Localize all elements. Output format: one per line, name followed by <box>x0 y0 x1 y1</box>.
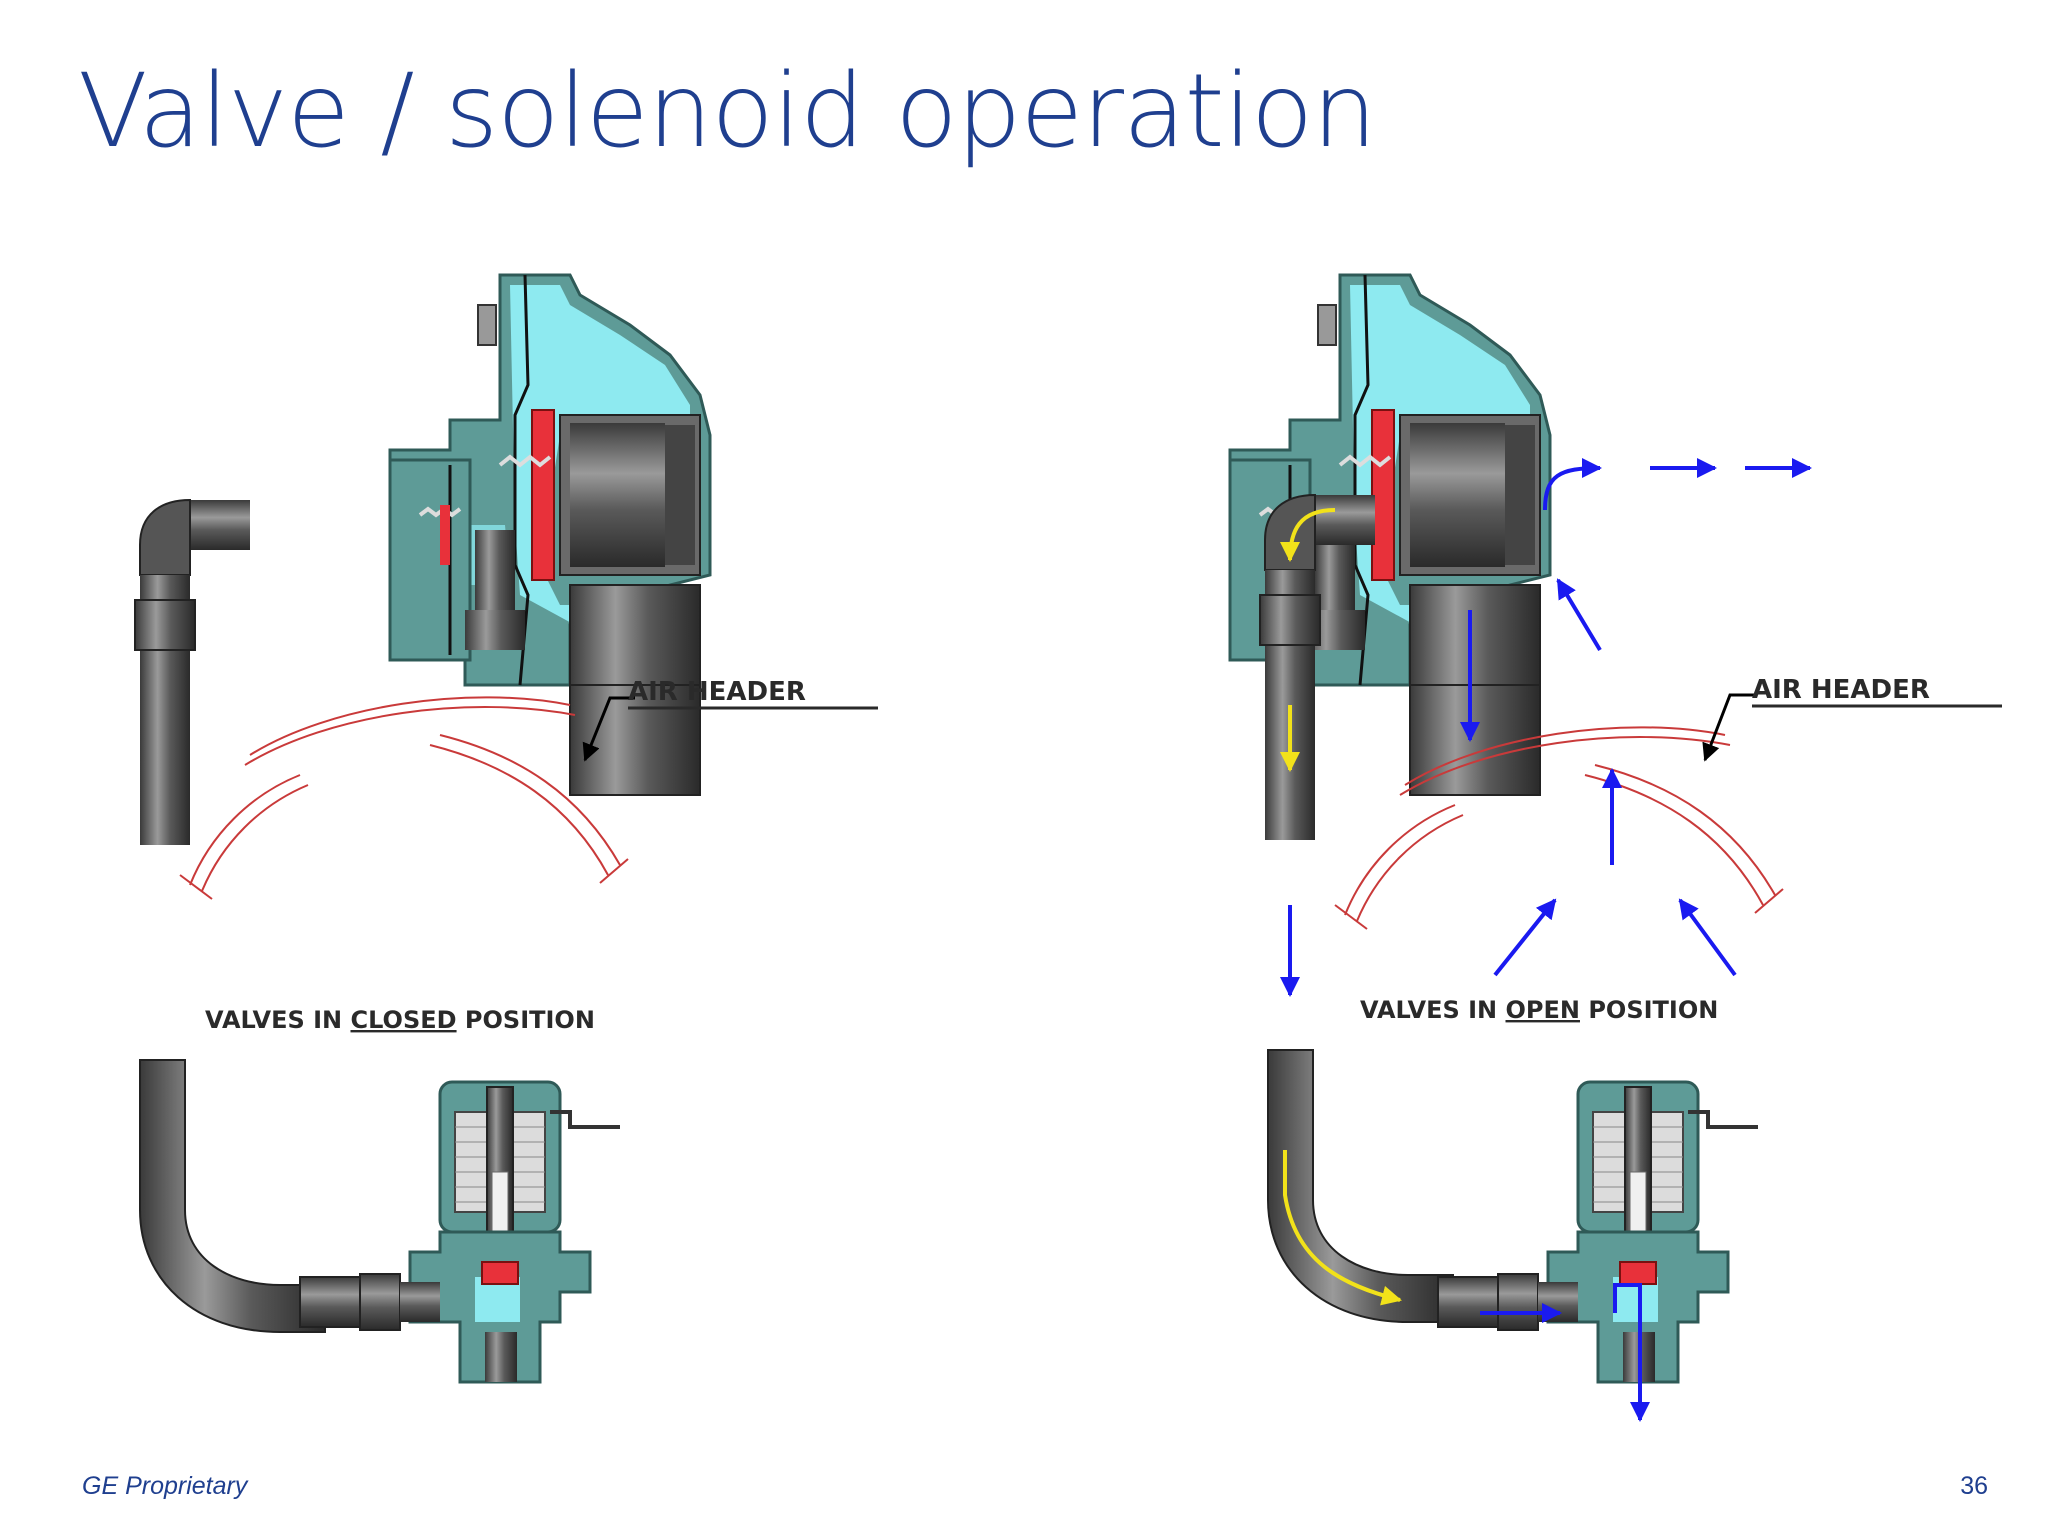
signal-flow-arrows <box>1280 508 1402 1306</box>
open-caption-state: OPEN <box>1506 996 1580 1024</box>
closed-caption-prefix: VALVES IN <box>205 1006 351 1034</box>
open-caption-suffix: POSITION <box>1580 996 1718 1024</box>
closed-caption: VALVES IN CLOSED POSITION <box>205 1006 595 1034</box>
open-caption: VALVES IN OPEN POSITION <box>1360 996 1718 1024</box>
page-number: 36 <box>1960 1472 1988 1500</box>
closed-air-header-label: AIR HEADER <box>628 677 806 707</box>
air-flow-arrows <box>1460 458 1812 1422</box>
air-header-leader <box>582 696 635 762</box>
closed-caption-state: CLOSED <box>351 1006 457 1034</box>
open-air-header-leader <box>1702 693 1755 762</box>
closed-valve-diagram: AIR HEADER VALVES IN CLOSED POSITION <box>134 273 878 1384</box>
page-title: Valve / solenoid operation <box>78 52 1377 171</box>
footer-proprietary: GE Proprietary <box>82 1472 248 1500</box>
open-air-header-label: AIR HEADER <box>1752 675 1930 705</box>
closed-caption-suffix: POSITION <box>457 1006 595 1034</box>
open-valve-diagram: AIR HEADER VALVES IN OPEN POSITION <box>1228 273 2002 1422</box>
open-caption-prefix: VALVES IN <box>1360 996 1506 1024</box>
